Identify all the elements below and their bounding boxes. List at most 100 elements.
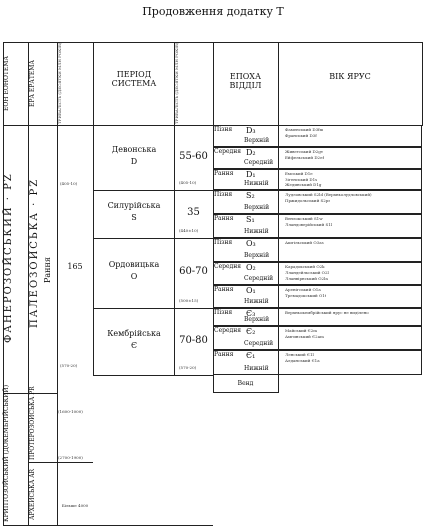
epoch-symbol: O₃ bbox=[246, 239, 256, 248]
epoch-symbol: D₁ bbox=[246, 170, 256, 179]
period-duration: 60-70 bbox=[179, 266, 208, 277]
epoch-symbol: Є₃ bbox=[246, 309, 256, 318]
period-symbol: O bbox=[130, 272, 138, 281]
period-symbol: S bbox=[131, 213, 137, 222]
epoch-symbol: Є₁ bbox=[246, 351, 256, 360]
period-range: (500±15) bbox=[179, 298, 199, 303]
period-duration: 55-60 bbox=[179, 150, 208, 162]
epoch-word: Рання bbox=[214, 170, 234, 177]
epoch-row bbox=[213, 147, 422, 169]
epoch-row bbox=[213, 350, 422, 375]
age-item: Тремадокський O1t bbox=[285, 294, 327, 298]
paleozoic-era: ПАЛЕОЗОЙСЬКА · PZ bbox=[29, 177, 40, 328]
period-name: Кембрійська bbox=[107, 328, 161, 338]
epoch-name: Нижній bbox=[244, 365, 269, 372]
duration2-header: ТРИВАЛІСТЬ (ДЕСЯТКИ МЛН РОКІВ) bbox=[174, 42, 179, 124]
epoch-word: Пізня bbox=[214, 309, 233, 316]
cryptozoic-eon: КРИПТОЗОЙСЬКИЙ (ДОКЕМБРІЙСЬКИЙ) bbox=[3, 384, 10, 522]
epoch-word: Пізня bbox=[214, 126, 233, 133]
era-range-top: (405-10) bbox=[60, 181, 78, 186]
age-item: Ленський Є1l bbox=[285, 353, 314, 357]
paleozoic-early: Рання bbox=[43, 257, 52, 283]
phanerozoic-eon: ФАНЕРОЗОЙСЬКИЙ · PZ bbox=[3, 172, 14, 343]
epoch-row bbox=[213, 214, 422, 238]
period-name: Силурійська bbox=[107, 201, 161, 210]
epoch-word: Середня bbox=[214, 263, 242, 270]
epoch-name: Верхній bbox=[244, 252, 270, 259]
epoch-name: Середній bbox=[244, 159, 274, 166]
duration1-header: ТРИВАЛІСТЬ (ДЕСЯТКИ МЛН РОКІВ) bbox=[57, 42, 62, 124]
epoch-symbol: O₁ bbox=[246, 286, 256, 295]
epoch-symbol: O₂ bbox=[246, 263, 256, 272]
age-item: Аренігський O1a bbox=[285, 288, 321, 292]
archean-era: АРХЕЙСЬКА AR bbox=[29, 468, 36, 520]
age-item: Живетський D2gv bbox=[285, 150, 324, 154]
period-header: ПЕРІОД СИСТЕМА bbox=[111, 70, 157, 89]
epoch-row bbox=[213, 285, 422, 308]
age-item: Алданський Є1a bbox=[285, 359, 320, 363]
epoch-name: Нижній bbox=[244, 298, 269, 305]
age-item: Ейфельський D2ef bbox=[285, 156, 324, 160]
age-item: Лландейльський O2l bbox=[285, 271, 329, 275]
age-item: Майський Є2m bbox=[285, 329, 318, 333]
age-item: Зігенський D1s bbox=[285, 177, 318, 182]
epoch-header: ЕПОХА ВІДДІЛ bbox=[229, 72, 262, 91]
period-range: (440±10) bbox=[179, 228, 199, 233]
archean-range: Більше 4000 bbox=[61, 503, 89, 508]
epoch-name: Середній bbox=[244, 340, 274, 347]
epoch-word: Середня bbox=[214, 148, 242, 155]
period-duration: 70-80 bbox=[179, 334, 208, 346]
epoch-word: Рання bbox=[214, 351, 234, 358]
period-symbol: D bbox=[130, 156, 138, 166]
era-range-bottom: (570-20) bbox=[60, 363, 78, 368]
period-range: (405-10) bbox=[179, 180, 197, 185]
age-item: Франський D3f bbox=[285, 134, 317, 138]
epoch-word: Рання bbox=[214, 286, 234, 293]
epoch-word: Рання bbox=[214, 215, 234, 222]
epoch-word: Пізня bbox=[214, 239, 233, 246]
epoch-row bbox=[213, 190, 422, 214]
epoch-symbol: D₂ bbox=[246, 148, 256, 157]
page-title: Продовження додатку Т bbox=[142, 5, 284, 18]
age-item: Пржидольський S2pr bbox=[285, 199, 331, 203]
age-item: Амгинський Є2am bbox=[285, 335, 324, 339]
era-header: ЕРА ЕРАТЕМА bbox=[29, 60, 36, 108]
paleozoic-duration: 165 bbox=[67, 262, 83, 271]
age-header: ВІК ЯРУС bbox=[329, 72, 371, 81]
epoch-symbol: S₁ bbox=[246, 215, 255, 224]
epoch-name: Нижній bbox=[244, 180, 269, 187]
epoch-row bbox=[213, 169, 422, 190]
epoch-word: Пізня bbox=[214, 191, 233, 198]
eon-header: ЕОН ЕОНОТЕМА bbox=[3, 56, 10, 112]
proterozoic-era: ПРОТЕРОЗОЙСЬКА PR bbox=[29, 386, 36, 460]
age-item: Лудловський S2ld (Верхньолудловський) bbox=[285, 193, 372, 197]
period-duration: 35 bbox=[187, 207, 200, 218]
period-symbol: Є bbox=[130, 340, 138, 350]
epoch-symbol: S₂ bbox=[246, 191, 255, 200]
epoch-word: Середня bbox=[214, 327, 242, 334]
epoch-symbol: Є₂ bbox=[246, 327, 256, 336]
period-name: Девонська bbox=[111, 144, 157, 154]
age-item: Ашгільський O3as bbox=[285, 241, 324, 245]
age-item: Карадокський O2k bbox=[285, 265, 325, 269]
period-name: Ордовицька bbox=[108, 260, 160, 269]
epoch-name: Верхній bbox=[244, 137, 270, 144]
epoch-name: Верхній bbox=[244, 316, 270, 323]
period-range: (570-20) bbox=[179, 365, 197, 370]
age-item: Жединський D1g bbox=[285, 183, 322, 188]
vendian: Венд bbox=[237, 380, 254, 387]
epoch-name: Верхній bbox=[244, 204, 270, 211]
age-item: Лланвірнський O2ln bbox=[285, 277, 328, 281]
age-item: Венлокський S1w bbox=[285, 217, 323, 221]
epoch-row bbox=[213, 326, 422, 350]
epoch-row bbox=[213, 308, 422, 326]
age-item: Фаменський D3fm bbox=[285, 128, 324, 132]
epoch-row bbox=[213, 125, 422, 147]
epoch-row bbox=[213, 238, 422, 262]
epoch-row bbox=[213, 262, 422, 285]
epoch-name: Нижній bbox=[244, 228, 269, 235]
epoch-name: Середній bbox=[244, 275, 274, 282]
age-item: Верхньокембрійський ярус не виділено bbox=[285, 311, 369, 315]
age-item: Лландоверійський S1l bbox=[285, 223, 333, 227]
proterozoic-range-a: (1600-1000) bbox=[58, 409, 83, 414]
